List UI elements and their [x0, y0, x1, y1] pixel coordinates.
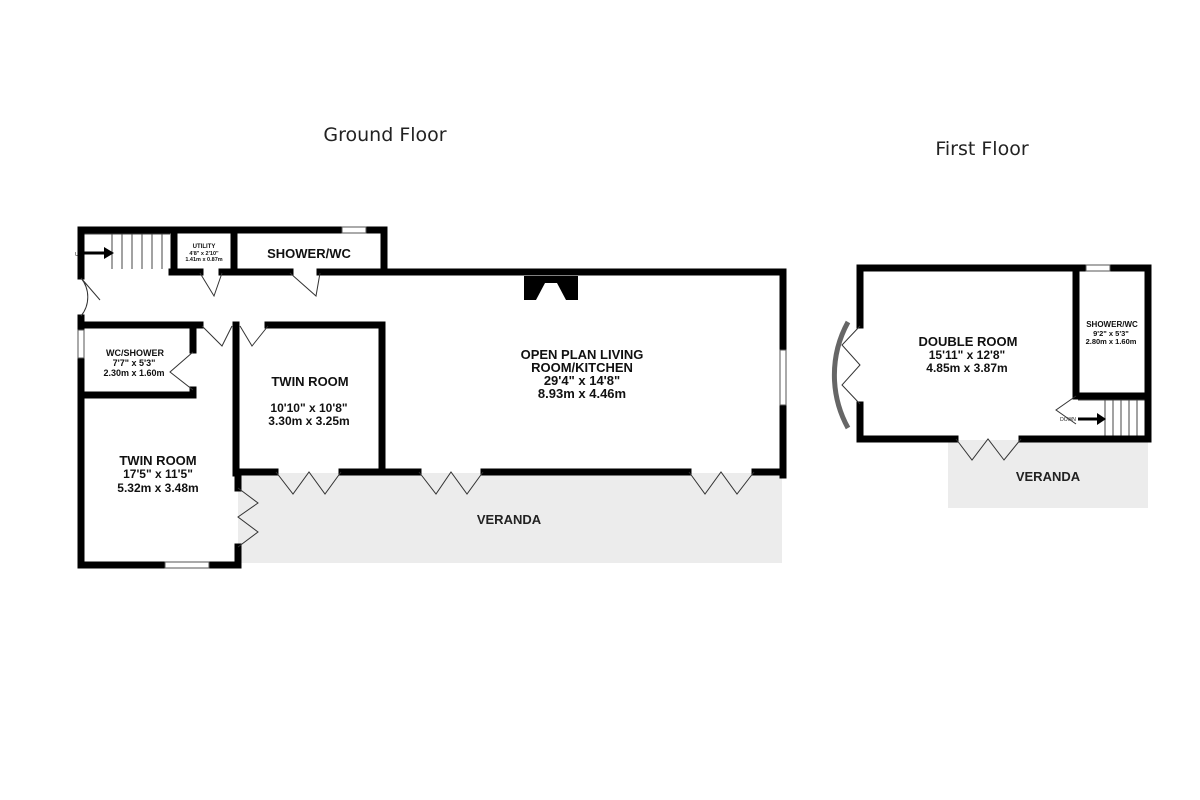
- up-arrow-icon: [82, 247, 114, 259]
- first-shower-wc-name: SHOWER/WC: [1086, 320, 1138, 329]
- down-arrow-icon: [1078, 413, 1106, 425]
- twin-room-small-imperial: 10'10" x 10'8": [270, 401, 347, 415]
- ground-veranda-label: VERANDA: [477, 512, 542, 527]
- first-doors: [831, 320, 1077, 461]
- twin-room-large-name: TWIN ROOM: [119, 453, 196, 468]
- shower-wc-room-name: SHOWER/WC: [267, 246, 351, 261]
- first-veranda-label: VERANDA: [1016, 469, 1081, 484]
- ground-doors: [80, 272, 755, 548]
- twin-room-small-metric: 3.30m x 3.25m: [268, 414, 349, 428]
- open-plan-living: OPEN PLAN LIVING ROOM/KITCHEN 29'4" x 14…: [521, 347, 644, 401]
- utility-room-name: UTILITY: [193, 244, 216, 250]
- open-plan-name-line2: ROOM/KITCHEN: [531, 360, 633, 375]
- utility-room-imperial: 4'8" x 2'10": [189, 251, 219, 257]
- twin-room-large-metric: 5.32m x 3.48m: [117, 481, 198, 495]
- first-veranda-area: [948, 440, 1148, 508]
- twin-room-large-imperial: 17'5" x 11'5": [123, 467, 193, 481]
- double-room: DOUBLE ROOM 15'11" x 12'8" 4.85m x 3.87m: [919, 334, 1018, 375]
- wc-shower-room-imperial: 7'7" x 5'3": [113, 358, 156, 368]
- first-shower-wc-metric: 2.80m x 1.60m: [1086, 337, 1137, 346]
- wc-shower-room-metric: 2.30m x 1.60m: [103, 368, 164, 378]
- utility-room: UTILITY 4'8" x 2'10" 1.41m x 0.87m: [185, 244, 222, 263]
- wc-shower-window: [77, 329, 85, 359]
- ground-floor-title: Ground Floor: [323, 124, 446, 146]
- open-plan-metric: 8.93m x 4.46m: [538, 386, 626, 401]
- ground-veranda-area: [238, 473, 782, 563]
- ground-floor-walls: [77, 226, 787, 569]
- twin-room-window: [164, 561, 210, 569]
- open-plan-name-line1: OPEN PLAN LIVING: [521, 347, 644, 362]
- wc-shower-room: WC/SHOWER 7'7" x 5'3" 2.30m x 1.60m: [103, 348, 164, 378]
- twin-room-large: TWIN ROOM 17'5" x 11'5" 5.32m x 3.48m: [117, 453, 198, 495]
- first-floor-title: First Floor: [935, 138, 1028, 160]
- twin-room-small-name: TWIN ROOM: [271, 374, 348, 389]
- ground-staircase: [84, 233, 170, 269]
- first-shower-wc: SHOWER/WC 9'2" x 5'3" 2.80m x 1.60m: [1086, 320, 1138, 346]
- double-room-metric: 4.85m x 3.87m: [926, 361, 1007, 375]
- first-floor-walls: [856, 264, 1152, 443]
- open-plan-imperial: 29'4" x 14'8": [544, 373, 620, 388]
- fireplace-icon: [524, 276, 578, 300]
- first-shower-wc-imperial: 9'2" x 5'3": [1093, 329, 1129, 338]
- double-room-imperial: 15'11" x 12'8": [929, 348, 1005, 362]
- wc-shower-room-name: WC/SHOWER: [106, 348, 164, 358]
- down-label: DOWN: [1060, 417, 1076, 423]
- twin-room-small: TWIN ROOM 10'10" x 10'8" 3.30m x 3.25m: [268, 374, 349, 428]
- utility-room-metric: 1.41m x 0.87m: [185, 257, 222, 263]
- living-room-window: [779, 349, 787, 406]
- first-shower-window: [1085, 264, 1111, 272]
- double-room-name: DOUBLE ROOM: [919, 334, 1018, 349]
- shower-wc-window: [341, 226, 367, 234]
